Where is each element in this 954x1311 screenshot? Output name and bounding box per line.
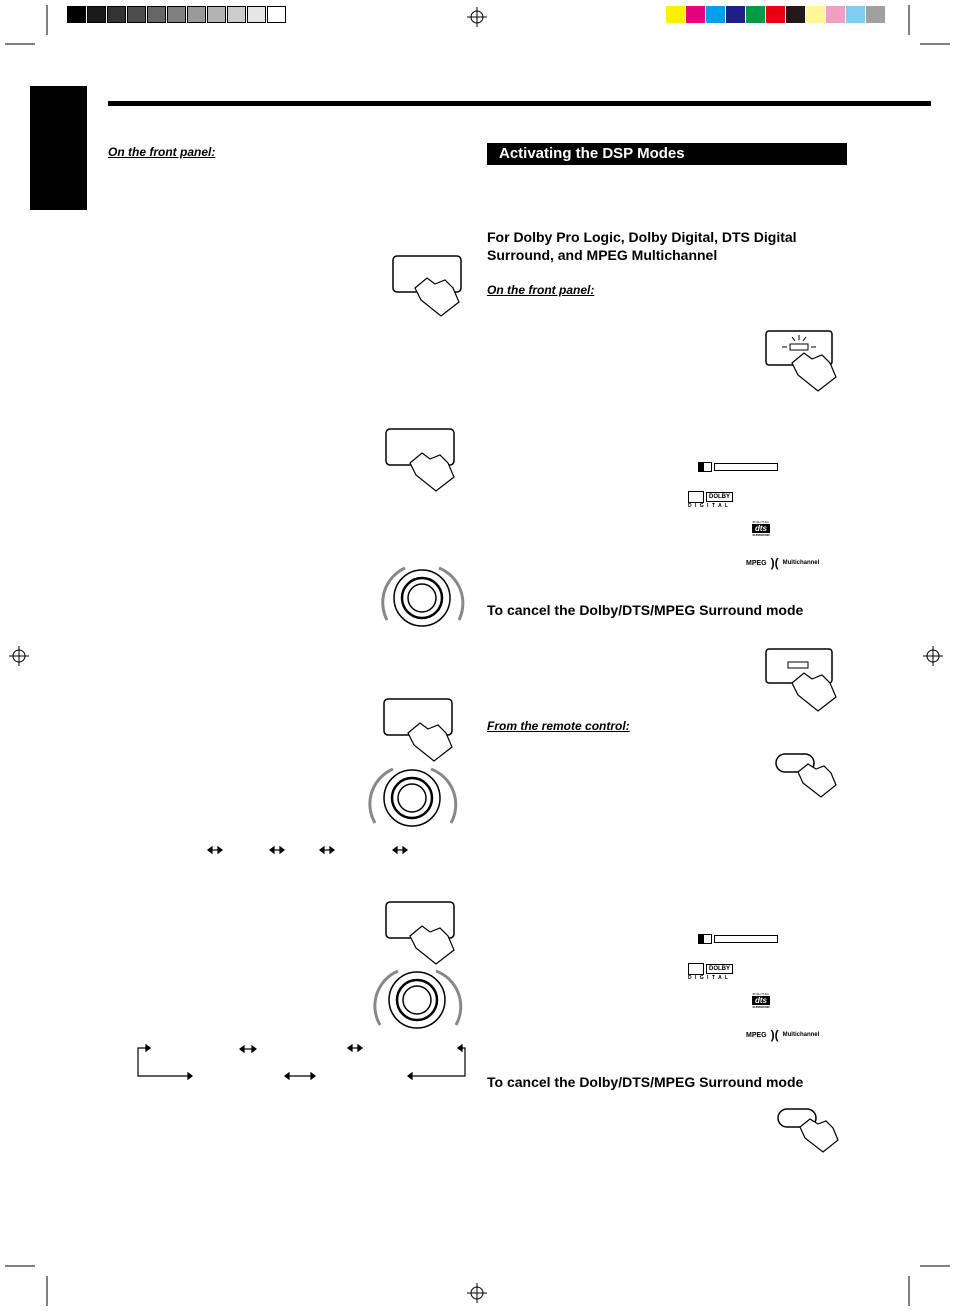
- remote-button-illustration-1: [775, 753, 837, 798]
- dolby-surround-logo: [698, 462, 778, 472]
- control-knob-illustration-3: [373, 969, 463, 1029]
- process-color-swatch: [666, 6, 685, 23]
- process-color-swatch: [766, 6, 785, 23]
- header-rule: [108, 101, 931, 106]
- dolby-text-2: DOLBY: [706, 964, 733, 974]
- process-color-swatch: [826, 6, 845, 23]
- dolby-heading-line2: Surround, and MPEG Multichannel: [487, 247, 718, 263]
- process-color-swatch: [786, 6, 805, 23]
- grayscale-swatch: [67, 6, 86, 23]
- dolby-digital-logo-2: DOLBY D I G I T A L: [688, 963, 733, 981]
- dts-logo: D I G I T A L dts SURROUND: [752, 520, 770, 537]
- grayscale-swatch: [127, 6, 146, 23]
- grayscale-swatch: [227, 6, 246, 23]
- dolby-surround-logo-2: [698, 934, 778, 944]
- dts-bottom-text-2: SURROUND: [752, 1005, 770, 1009]
- mpeg-mark-icon: )(: [770, 556, 779, 570]
- grayscale-swatch: [267, 6, 286, 23]
- registration-mark-bottom: [467, 1283, 487, 1303]
- cancel-heading-2: To cancel the Dolby/DTS/MPEG Surround mo…: [487, 1074, 804, 1090]
- left-front-panel-label: On the front panel:: [108, 145, 216, 159]
- dts-logo-2: D I G I T A L dts SURROUND: [752, 992, 770, 1009]
- registration-mark-top: [467, 7, 487, 27]
- dts-top-text-2: D I G I T A L: [752, 992, 770, 996]
- mode-loop-diagram: [137, 1043, 466, 1081]
- dolby-heading-line1: For Dolby Pro Logic, Dolby Digital, DTS …: [487, 229, 797, 245]
- mpeg-multichannel-logo: MPEG )( Multichannel: [746, 556, 819, 570]
- mpeg-mark-icon-2: )(: [770, 1028, 779, 1042]
- remote-control-label: From the remote control:: [487, 719, 630, 733]
- process-color-swatch: [746, 6, 765, 23]
- process-color-swatch: [806, 6, 825, 23]
- grayscale-swatch: [207, 6, 226, 23]
- process-color-swatch: [686, 6, 705, 23]
- dolby-text: DOLBY: [706, 492, 733, 502]
- mpeg-text-2: MPEG: [746, 1031, 767, 1039]
- button-press-illustration-4: [385, 901, 455, 965]
- process-color-swatch: [726, 6, 745, 23]
- grayscale-swatch: [167, 6, 186, 23]
- dsp-button-illustration: [765, 330, 837, 392]
- mpeg-multichannel-logo-2: MPEG )( Multichannel: [746, 1028, 819, 1042]
- control-knob-illustration-1: [381, 566, 465, 627]
- section-title: Activating the DSP Modes: [487, 143, 847, 165]
- grayscale-swatch: [147, 6, 166, 23]
- button-press-illustration-1: [392, 255, 462, 317]
- process-color-swatch: [846, 6, 865, 23]
- digital-text: D I G I T A L: [688, 503, 729, 509]
- dts-bottom-text: SURROUND: [752, 533, 770, 537]
- cancel-button-illustration: [765, 648, 837, 712]
- language-tab: [30, 86, 87, 210]
- control-knob-illustration-2: [368, 767, 458, 827]
- dts-top-text: D I G I T A L: [752, 520, 770, 524]
- cancel-heading-1: To cancel the Dolby/DTS/MPEG Surround mo…: [487, 602, 804, 618]
- multichannel-text: Multichannel: [782, 560, 820, 566]
- multichannel-text-2: Multichannel: [782, 1032, 820, 1038]
- process-color-swatch: [706, 6, 725, 23]
- mode-sequence-arrows-1: [207, 845, 408, 855]
- digital-text-2: D I G I T A L: [688, 975, 729, 981]
- grayscale-swatch: [87, 6, 106, 23]
- dts-text-2: dts: [752, 996, 770, 1005]
- dolby-digital-logo: DOLBY D I G I T A L: [688, 491, 733, 509]
- grayscale-swatch: [187, 6, 206, 23]
- grayscale-swatch: [107, 6, 126, 23]
- registration-mark-right: [923, 646, 943, 666]
- dts-text: dts: [752, 524, 770, 533]
- right-front-panel-label: On the front panel:: [487, 283, 595, 297]
- grayscale-swatch: [247, 6, 266, 23]
- registration-mark-left: [9, 646, 29, 666]
- button-press-illustration-2: [385, 428, 455, 492]
- button-press-illustration-3: [383, 698, 453, 762]
- remote-button-illustration-2: [777, 1108, 839, 1153]
- mpeg-text: MPEG: [746, 559, 767, 567]
- process-color-swatch: [866, 6, 885, 23]
- dolby-heading: For Dolby Pro Logic, Dolby Digital, DTS …: [487, 228, 847, 264]
